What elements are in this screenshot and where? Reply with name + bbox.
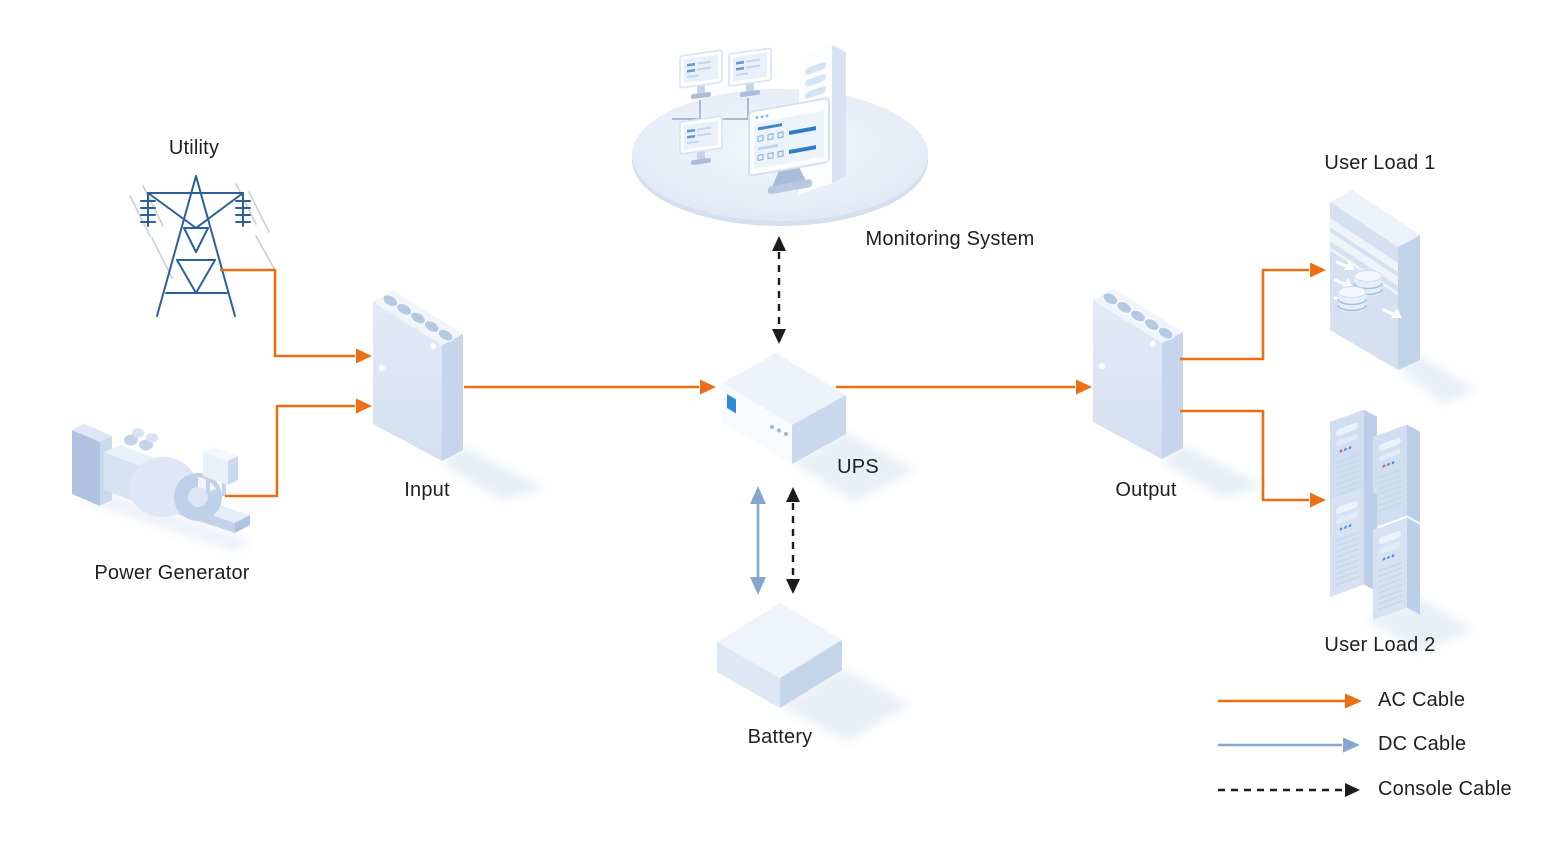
ups-label: UPS: [837, 456, 879, 478]
server-tower-icon: [1330, 487, 1377, 597]
power-generator-label: Power Generator: [94, 562, 250, 584]
console-cable-ups-monitoring: [772, 236, 786, 344]
monitoring-system-label: Monitoring System: [865, 228, 1035, 250]
ac-cable-utility-to-input: [220, 268, 372, 364]
ups-device-icon: [722, 353, 846, 464]
server-tower-icon: [1373, 517, 1420, 620]
input-label: Input: [404, 479, 450, 501]
battery-icon: [717, 603, 842, 708]
small-monitor-icon: [679, 49, 723, 100]
output-label: Output: [1115, 479, 1177, 501]
server-tower-icon: [1373, 424, 1420, 528]
ac-cable-input-to-ups: [464, 379, 716, 395]
database-cylinders-icon: [1337, 269, 1383, 313]
battery-label: Battery: [747, 726, 813, 748]
monitoring-system-icon: [632, 45, 928, 226]
utility-tower-icon: [129, 175, 277, 317]
legend-ac-cable-line: [1218, 693, 1362, 709]
dc-cable-ups-battery: [750, 486, 766, 595]
utility-label: Utility: [168, 137, 220, 159]
legend-console-cable-line: [1218, 783, 1360, 797]
large-monitor-icon: [748, 97, 830, 195]
input-box-icon: [373, 291, 463, 461]
output-box-icon: [1093, 289, 1183, 459]
power-generator-icon: [72, 424, 250, 533]
console-cable-ups-battery: [786, 487, 800, 594]
ac-cable-generator-to-input: [225, 398, 372, 498]
legend-dc-cable-label: DC Cable: [1378, 733, 1467, 755]
small-monitor-icon: [728, 47, 772, 98]
ac-cable-ups-to-output: [836, 379, 1092, 395]
ac-cable-output-to-user-load-1: [1180, 262, 1326, 361]
legend-console-cable-label: Console Cable: [1378, 778, 1512, 800]
user-load-1-icon: [1330, 190, 1420, 370]
output-box-vent-holes: [1102, 292, 1174, 340]
user-load-1-label: User Load 1: [1324, 152, 1436, 174]
user-load-2-label: User Load 2: [1324, 634, 1436, 656]
user-load-2-icon: [1330, 409, 1420, 620]
legend-dc-cable-line: [1218, 737, 1360, 753]
input-box-vent-holes: [382, 294, 454, 342]
ac-cable-output-to-user-load-2: [1180, 409, 1326, 508]
small-monitor-icon: [679, 115, 723, 166]
legend-ac-cable-label: AC Cable: [1378, 689, 1466, 711]
